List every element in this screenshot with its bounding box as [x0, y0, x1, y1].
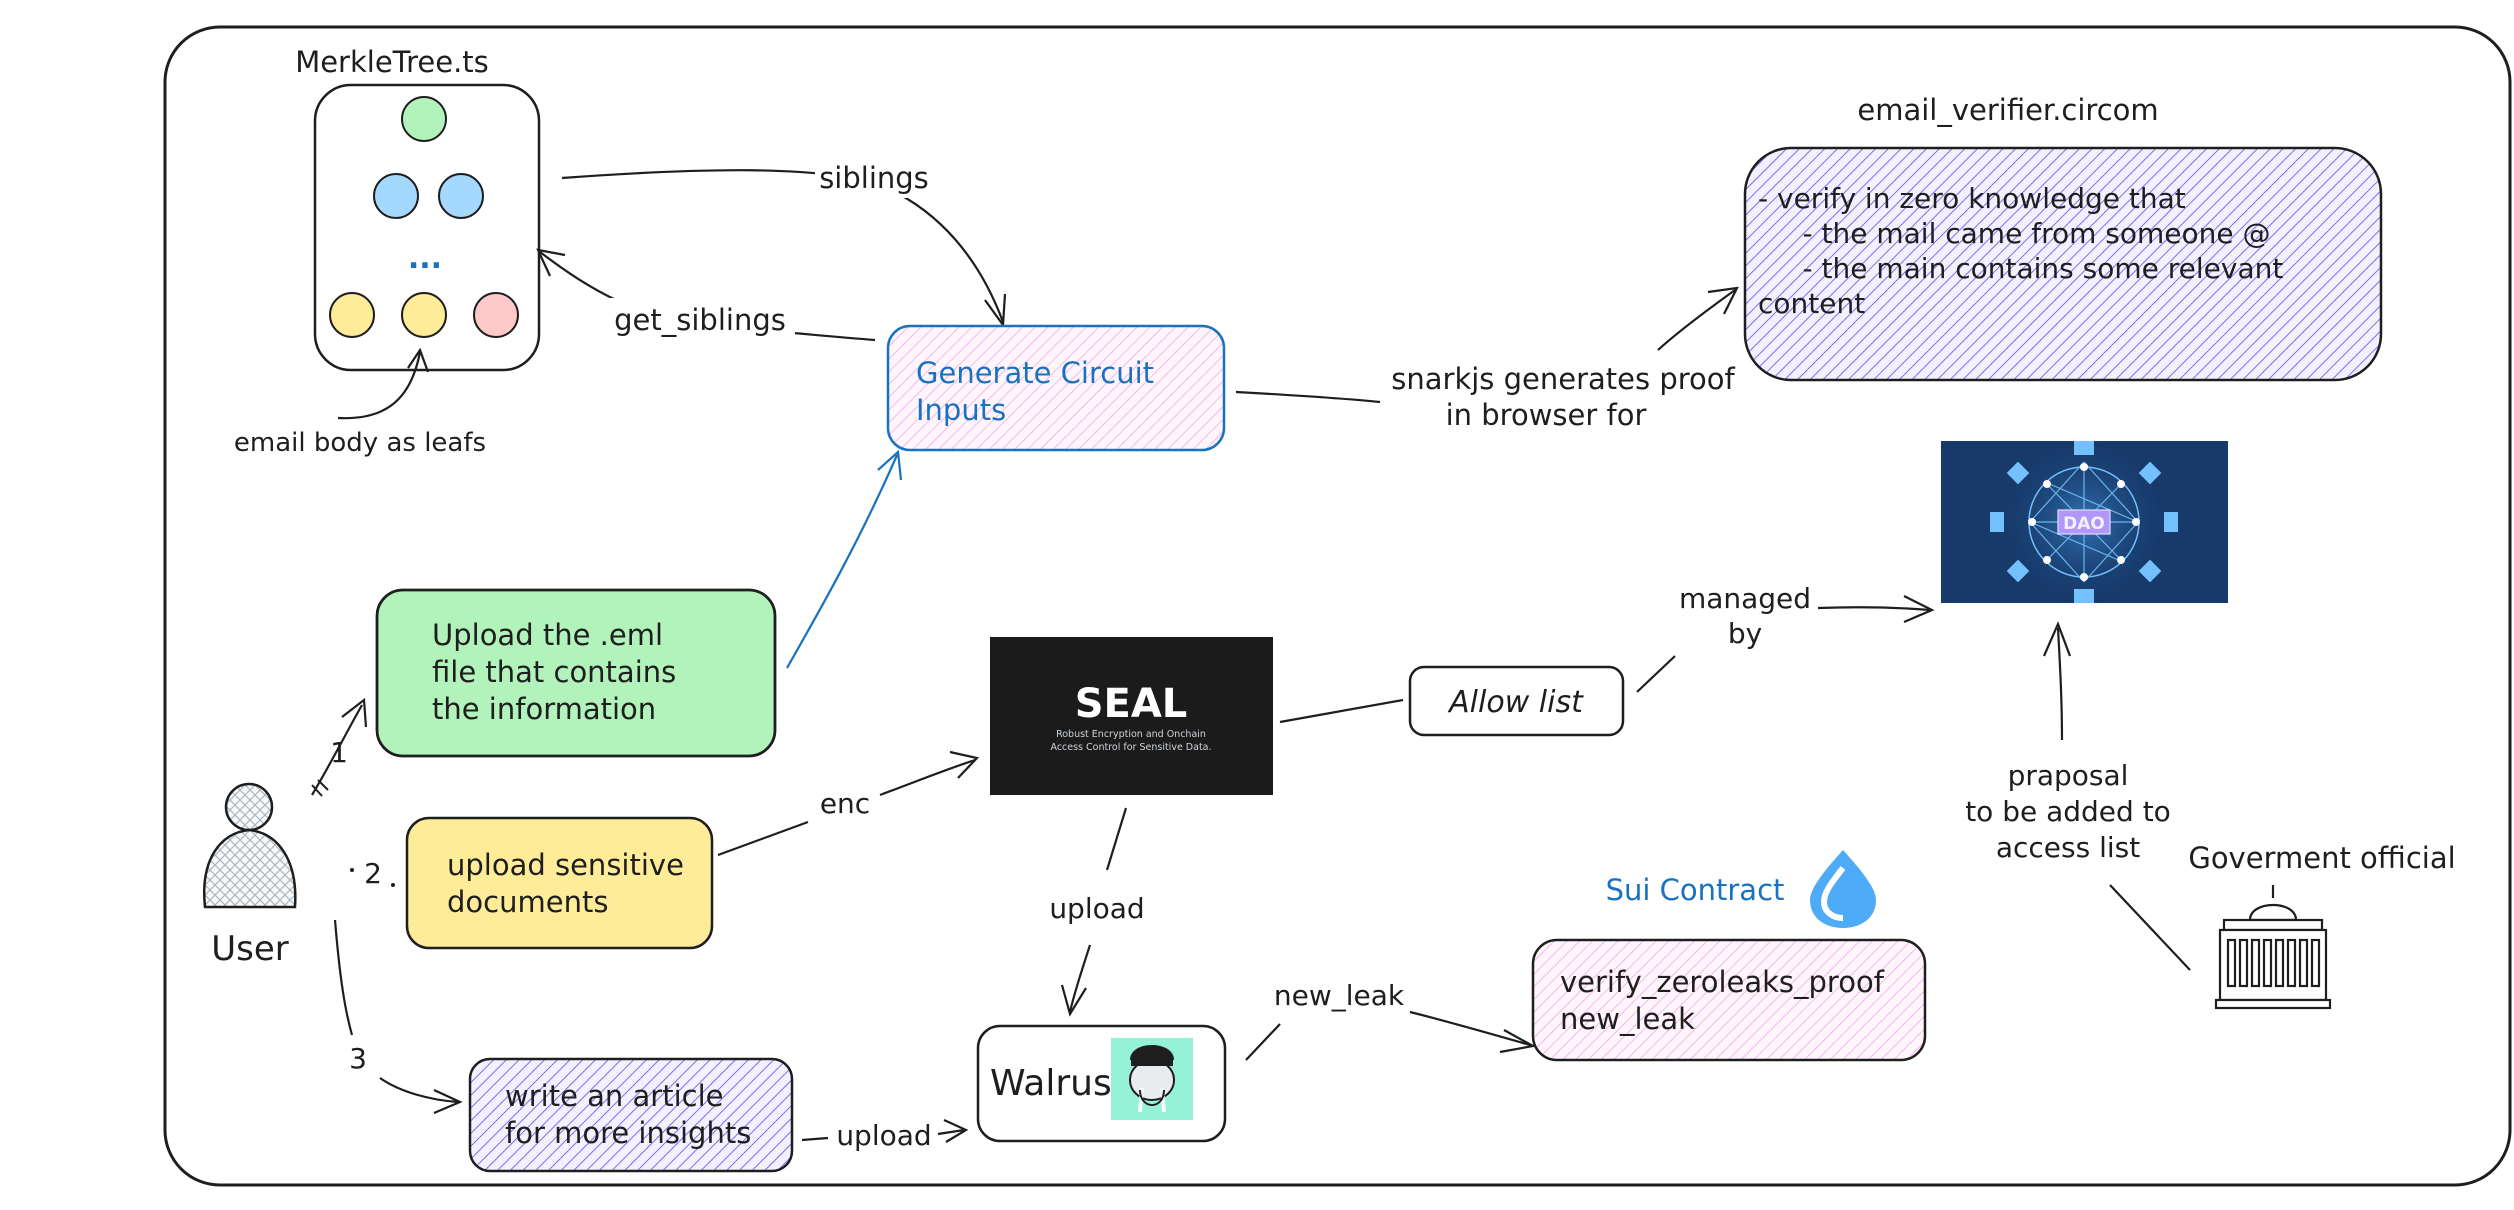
step3-to-article-edge — [379, 1077, 459, 1104]
step1-label: 1 — [330, 736, 348, 769]
step3-label: 3 — [349, 1042, 367, 1075]
upload-article-to-walrus-edge — [937, 1128, 965, 1136]
proposal-label-2: to be added to — [1965, 795, 2171, 828]
circuit-line-4: content — [1758, 287, 1865, 320]
sui-contract-node — [1531, 938, 1927, 1062]
merkle-root-node — [401, 96, 447, 142]
seal-logo-text: SEAL — [1075, 681, 1188, 727]
proposal-arrowhead — [2042, 621, 2072, 657]
article-line-1: write an article — [505, 1079, 723, 1113]
upload-docs-line-2: documents — [447, 885, 608, 919]
sui-contract-line-2: new_leak — [1560, 1002, 1695, 1036]
seal-tagline-2: Access Control for Sensitive Data. — [1050, 742, 1211, 753]
generate-inputs-line-1: Generate Circuit — [916, 356, 1154, 390]
article-to-upload-edge — [801, 1136, 829, 1142]
leaf-caption-arrowhead — [407, 347, 430, 373]
merkle-mid-node-right — [438, 173, 484, 219]
get-siblings-label: get_siblings — [614, 303, 786, 337]
dao-graphic: DAO — [1941, 437, 2228, 607]
leaf-caption: email body as leafs — [234, 428, 486, 458]
allowlist-to-managed-edge — [1636, 655, 1676, 693]
enc-to-seal-edge — [879, 758, 976, 797]
merkle-mid-node-left — [373, 173, 419, 219]
managed-to-dao-edge — [1817, 606, 1931, 612]
upload-eml-node — [375, 588, 777, 758]
dao-label: DAO — [2063, 514, 2105, 534]
enc-label: enc — [820, 787, 870, 820]
upload-eml-line-1: Upload the .eml — [432, 618, 663, 652]
circuit-title: email_verifier.circom — [1857, 93, 2158, 127]
proposal-label-1: praposal — [2008, 759, 2129, 792]
enc-arrowhead — [949, 750, 980, 779]
managed-arrowhead — [1903, 595, 1935, 624]
email-verifier-circuit-node — [1743, 146, 2383, 382]
circuit-line-1: - verify in zero knowledge that — [1758, 182, 2186, 215]
seal-tagline-1: Robust Encryption and Onchain — [1056, 729, 1206, 740]
walrus-to-newleak-edge — [1245, 1023, 1281, 1061]
walrus-mascot-icon — [1111, 1038, 1193, 1120]
step3-arrowhead — [433, 1089, 463, 1115]
allow-list-node — [1408, 665, 1625, 737]
managed-label-1: managed — [1679, 582, 1811, 615]
step1-arrowhead — [341, 697, 368, 728]
upload-docs-line-1: upload sensitive — [447, 848, 684, 882]
allow-list-label: Allow list — [1447, 685, 1584, 720]
seal-logo: SEAL Robust Encryption and Onchain Acces… — [990, 637, 1273, 795]
step3-edge — [333, 919, 354, 1036]
step2-label: 2 — [364, 857, 382, 890]
upload-seal-label: upload — [1049, 892, 1144, 925]
user-label: User — [211, 929, 289, 969]
generate-circuit-inputs-node — [886, 324, 1226, 452]
upload-eml-line-2: file that contains — [432, 655, 676, 689]
snarkjs-label-1: snarkjs generates proof — [1391, 362, 1735, 396]
walrus-label: Walrus — [990, 1063, 1112, 1104]
eml-to-inputs-edge — [786, 454, 899, 669]
snarkjs-label-2: in browser for — [1446, 398, 1647, 432]
managed-label-2: by — [1728, 617, 1762, 650]
circuit-line-3: - the main contains some relevant — [1758, 252, 2283, 285]
generate-inputs-line-2: Inputs — [916, 393, 1006, 427]
upload-walrus-arrowhead — [1060, 984, 1087, 1017]
upload-article-label: upload — [836, 1119, 931, 1152]
upload-documents-node — [405, 816, 714, 950]
write-article-node — [468, 1057, 794, 1173]
seal-to-allowlist-edge — [1279, 698, 1404, 724]
snarkjs-arrowhead — [1707, 286, 1739, 315]
newleak-to-contract-edge — [1409, 1010, 1531, 1047]
user-figure — [202, 782, 297, 909]
get-siblings-arrowhead — [536, 248, 566, 277]
merkle-ellipsis: ... — [408, 241, 442, 276]
official-label: Goverment official — [2188, 841, 2455, 875]
leaf-caption-arrow — [337, 351, 422, 420]
snarkjs-edge-to-circuit — [1657, 289, 1736, 351]
newleak-arrowhead — [1499, 1029, 1537, 1054]
siblings-label: siblings — [819, 161, 929, 195]
step1-edge — [311, 704, 363, 796]
upload-to-walrus-edge — [1068, 944, 1092, 1013]
merkle-leaf-3 — [473, 292, 519, 338]
sui-contract-title: Sui Contract — [1606, 873, 1785, 907]
seal-to-walrus-edge — [1105, 807, 1128, 871]
eml-to-inputs-arrowhead — [877, 449, 903, 481]
merkle-leaf-2 — [401, 292, 447, 338]
proposal-label-3: access list — [1996, 831, 2140, 864]
outer-frame — [163, 25, 2512, 1187]
sui-contract-line-1: verify_zeroleaks_proof — [1560, 965, 1885, 999]
government-building-icon — [2214, 885, 2332, 1010]
official-to-proposal-edge — [2109, 884, 2191, 971]
docs-to-seal-edge — [717, 820, 809, 857]
snarkjs-edge — [1235, 390, 1381, 404]
upload-eml-line-3: the information — [432, 692, 656, 726]
new-leak-label: new_leak — [1274, 979, 1405, 1012]
proposal-to-dao-edge — [2056, 627, 2064, 741]
circuit-line-2: - the mail came from someone @ — [1758, 217, 2271, 250]
merkle-leaf-1 — [329, 292, 375, 338]
merkle-title: MerkleTree.ts — [295, 45, 489, 79]
article-line-2: for more insights — [505, 1116, 751, 1150]
upload-article-arrowhead — [943, 1118, 969, 1143]
